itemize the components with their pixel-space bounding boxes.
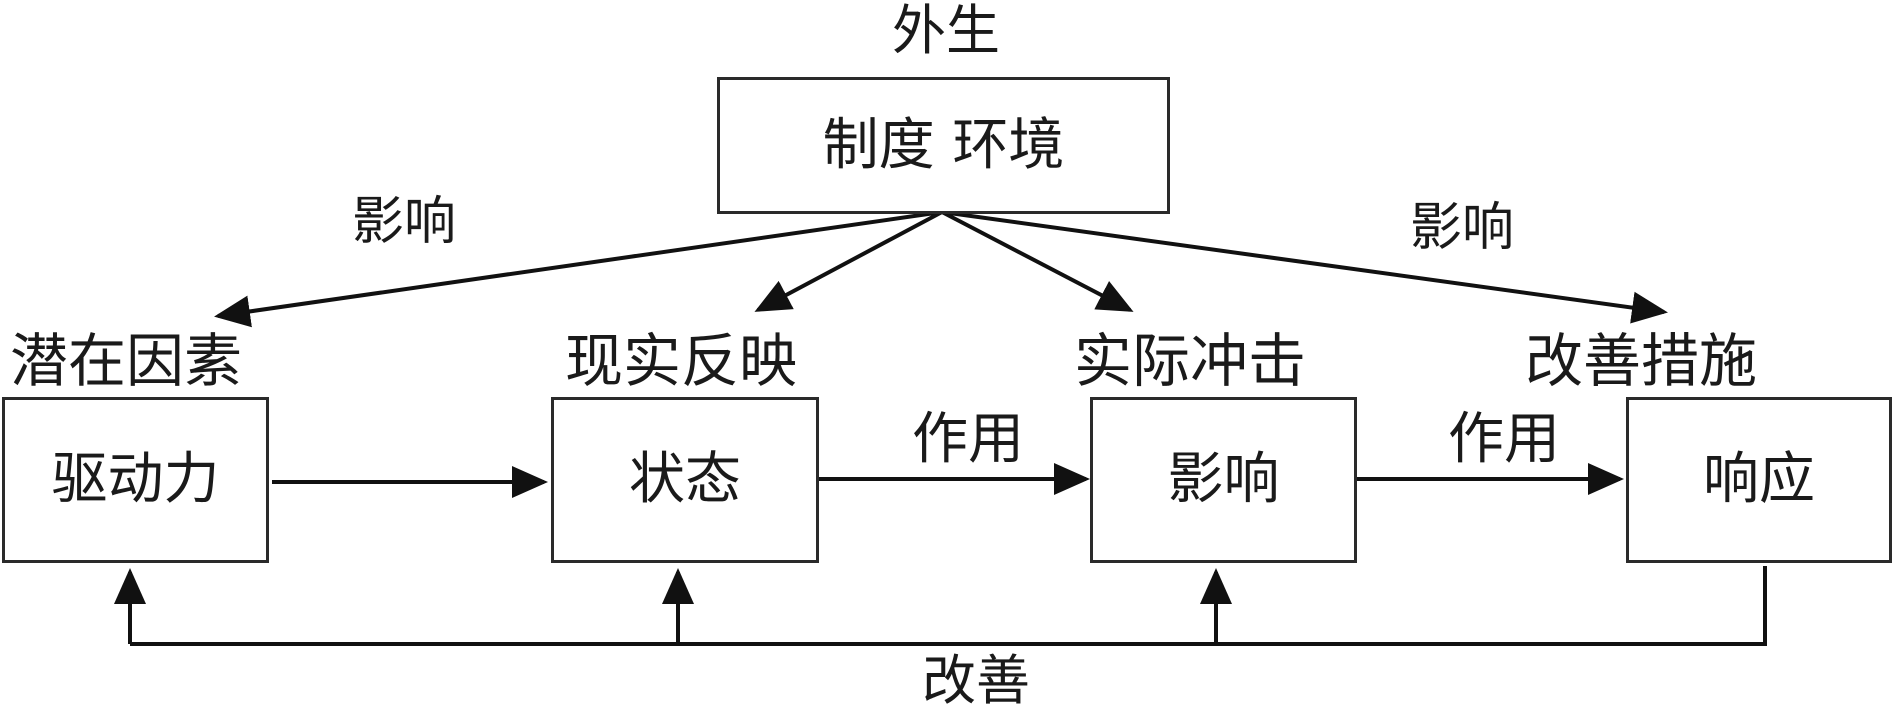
- influence-arrow-driver: [214, 210, 943, 328]
- node-box-response: 响应: [1626, 397, 1892, 563]
- node-label-state: 状态: [629, 447, 741, 512]
- influence-arrow-response: [941, 210, 1668, 324]
- node-label-response: 响应: [1703, 447, 1815, 512]
- influence-label-right: 影响: [1410, 198, 1515, 258]
- institution-box-label: 制度 环境: [822, 112, 1065, 178]
- node-box-state: 状态: [551, 397, 819, 563]
- edge-label-state-impact: 作用: [912, 407, 1024, 472]
- node-box-driver: 驱动力: [2, 397, 269, 563]
- node-header-state: 现实反映: [565, 327, 798, 395]
- top-label: 外生: [892, 0, 1000, 62]
- institution-box: 制度 环境: [717, 77, 1170, 214]
- edge-label-impact-response: 作用: [1448, 407, 1560, 472]
- node-header-response: 改善措施: [1525, 327, 1758, 395]
- node-label-impact: 影响: [1167, 447, 1280, 512]
- node-label-driver: 驱动力: [51, 447, 220, 512]
- influence-arrow-impact: [941, 210, 1134, 312]
- influence-arrow-state: [754, 210, 943, 312]
- feedback-label: 改善: [922, 649, 1030, 712]
- feedback-line: [130, 566, 1767, 646]
- node-header-impact: 实际冲击: [1074, 327, 1307, 395]
- node-box-impact: 影响: [1090, 397, 1357, 563]
- influence-label-left: 影响: [352, 192, 457, 252]
- node-header-driver: 潜在因素: [10, 327, 243, 395]
